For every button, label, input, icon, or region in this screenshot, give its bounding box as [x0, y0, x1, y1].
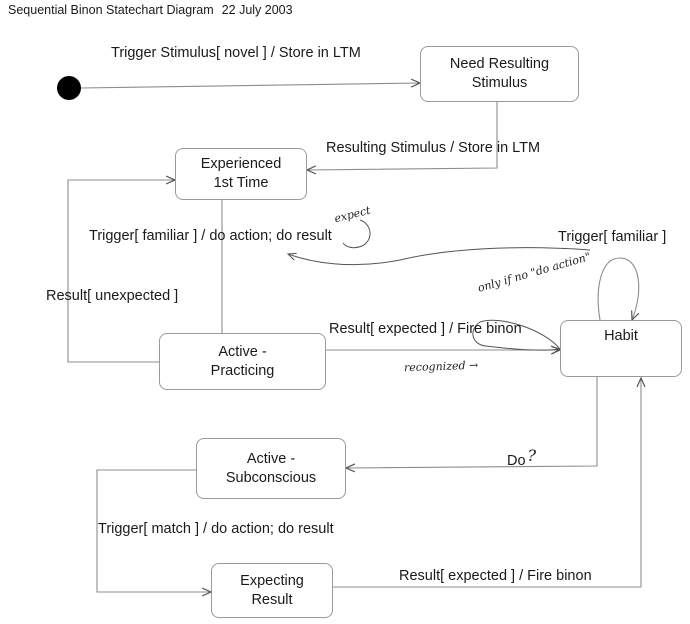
label-trigger-familiar-action: Trigger[ familiar ] / do action; do resu… [89, 228, 332, 244]
hand-loop-fire-binon [472, 319, 560, 350]
title-text: Sequential Binon Statechart Diagram [8, 3, 214, 17]
state-label-line1: Active - [246, 450, 296, 467]
edge-expecting-to-habit [333, 378, 641, 588]
state-label-line1: Expecting [240, 572, 304, 589]
hand-loop-expect [342, 219, 371, 249]
state-label-line2: Stimulus [471, 75, 528, 91]
state-expecting-result[interactable]: Expecting Result [211, 563, 333, 618]
title-date: 22 July 2003 [221, 3, 293, 17]
edge-habit-self-loop [597, 257, 639, 320]
state-label-line2: Practicing [210, 362, 275, 379]
edge-practicing-to-experienced [67, 180, 175, 363]
state-label-line1: Active - [218, 343, 267, 360]
state-label-line2: 1st Time [213, 175, 269, 191]
edge-habit-to-subconscious [346, 377, 598, 468]
state-need-resulting-stimulus[interactable]: Need Resulting Stimulus [420, 46, 579, 102]
diagram-title: Sequential Binon Statechart Diagram 22 Ju… [8, 3, 293, 17]
label-result-expected-fire-2: Result[ expected ] / Fire binon [399, 568, 592, 584]
label-trigger-familiar: Trigger[ familiar ] [558, 229, 667, 245]
label-do: Do? [507, 447, 536, 470]
state-label-line2: Subconscious [225, 469, 317, 486]
hand-arrow-expect [288, 247, 591, 266]
state-label-line2: Result [251, 591, 293, 608]
edge-initial-to-need-resulting [80, 83, 420, 89]
label-resulting-stimulus: Resulting Stimulus / Store in LTM [326, 140, 541, 156]
label-result-expected-fire: Result[ expected ] / Fire binon [329, 321, 522, 337]
initial-state [57, 76, 81, 100]
state-habit[interactable]: Habit [560, 320, 682, 377]
state-label-line1: Need Resulting [449, 56, 550, 72]
state-active-subconscious[interactable]: Active - Subconscious [196, 438, 346, 499]
label-do-text: Do [507, 453, 526, 469]
state-experienced-1st-time[interactable]: Experienced 1st Time [175, 148, 307, 200]
label-trigger-match: Trigger[ match ] / do action; do result [98, 521, 334, 537]
state-label-line1: Experienced [200, 156, 282, 172]
label-trigger-novel: Trigger Stimulus[ novel ] / Store in LTM [111, 45, 361, 61]
state-active-practicing[interactable]: Active - Practicing [159, 333, 326, 390]
edge-subconscious-to-expecting [96, 469, 211, 592]
state-label-line1: Habit [604, 328, 638, 344]
label-do-question: ? [527, 446, 537, 465]
label-result-unexpected: Result[ unexpected ] [46, 288, 179, 304]
edge-need-resulting-to-experienced [307, 102, 498, 170]
annotation-recognized: recognized → [403, 358, 479, 375]
